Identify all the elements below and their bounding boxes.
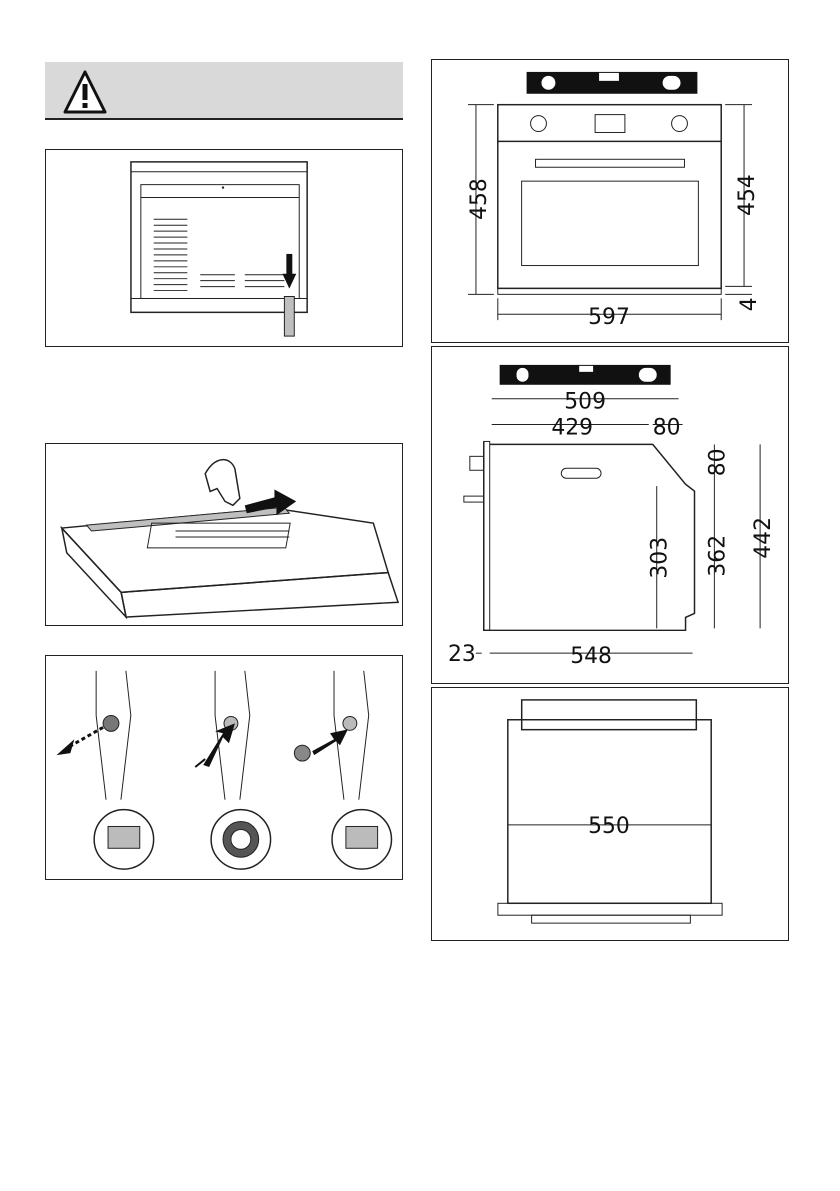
dim-top-height: 80 bbox=[705, 448, 730, 476]
dim-front-thickness: 23 bbox=[448, 642, 476, 667]
top-dimension-labels: 550 bbox=[432, 688, 788, 940]
dim-total-height: 442 bbox=[751, 517, 776, 559]
oven-top-illustration bbox=[46, 444, 402, 625]
figure-oven-top-trim bbox=[45, 443, 403, 626]
screw-caps-illustration bbox=[46, 656, 402, 879]
dim-height-right: 454 bbox=[735, 174, 760, 216]
dim-depth-body: 429 bbox=[551, 415, 593, 440]
dim-bottom-depth: 548 bbox=[570, 644, 612, 669]
warning-triangle-icon bbox=[45, 62, 403, 118]
figure-screw-caps bbox=[45, 655, 403, 880]
dim-bottom-gap: 4 bbox=[737, 297, 762, 311]
dim-width: 597 bbox=[588, 305, 630, 330]
dim-width-top: 550 bbox=[588, 814, 630, 839]
figure-top-dimensions: 550 bbox=[431, 687, 789, 941]
dim-body-height: 303 bbox=[648, 537, 673, 579]
dim-top-offset: 80 bbox=[653, 415, 681, 440]
warning-bar bbox=[45, 62, 403, 120]
side-dimension-labels: 509 429 80 80 303 362 442 23 548 bbox=[432, 347, 788, 683]
dim-inner-height: 362 bbox=[705, 535, 730, 577]
dim-height-left: 458 bbox=[467, 178, 492, 220]
front-dimension-labels: 458 454 4 597 bbox=[432, 60, 788, 342]
oven-opening-illustration bbox=[46, 150, 402, 346]
figure-side-dimensions: 509 429 80 80 303 362 442 23 548 bbox=[431, 346, 789, 684]
figure-oven-front-fixing bbox=[45, 149, 403, 347]
figure-front-dimensions: 458 454 4 597 bbox=[431, 59, 789, 343]
dim-depth-total: 509 bbox=[564, 390, 606, 415]
